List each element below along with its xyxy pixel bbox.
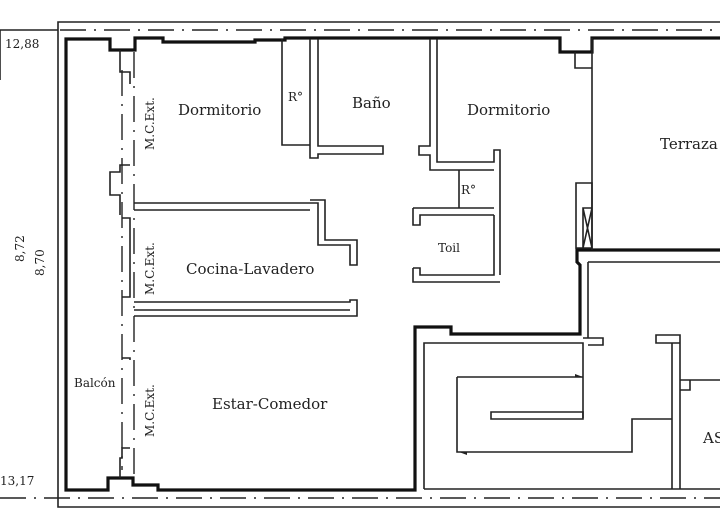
room-label-bano: Baño (352, 94, 391, 112)
exterior-walls (64, 36, 720, 492)
room-label-terraza: Terraza (660, 135, 718, 153)
room-label-balcon: Balcón (74, 376, 116, 390)
room-label-toilette: Toil (438, 241, 460, 255)
room-label-estar: Estar-Comedor (212, 395, 328, 413)
dimension-height-2: 8,70 (33, 249, 47, 276)
room-label-cocina: Cocina-Lavadero (186, 260, 314, 278)
wall-label-mc-ext-3: M.C.Ext. (143, 384, 157, 437)
room-label-ropero-right: R° (461, 183, 476, 197)
mc-ext-lines (109, 50, 135, 480)
dimension-bottom-left: 13,17 (0, 474, 34, 488)
dimension-height-1: 8,72 (13, 235, 27, 262)
room-label-ropero-left: R° (288, 90, 303, 104)
room-label-dormitorio-right: Dormitorio (467, 101, 550, 119)
room-label-ascensor: AS (702, 429, 720, 447)
interior-walls (134, 39, 720, 490)
room-label-dormitorio-left: Dormitorio (178, 101, 261, 119)
wall-label-mc-ext-1: M.C.Ext. (143, 97, 157, 150)
dimension-top-left: 12,88 (5, 37, 39, 51)
outer-boundary (0, 21, 720, 508)
wall-label-mc-ext-2: M.C.Ext. (143, 242, 157, 295)
